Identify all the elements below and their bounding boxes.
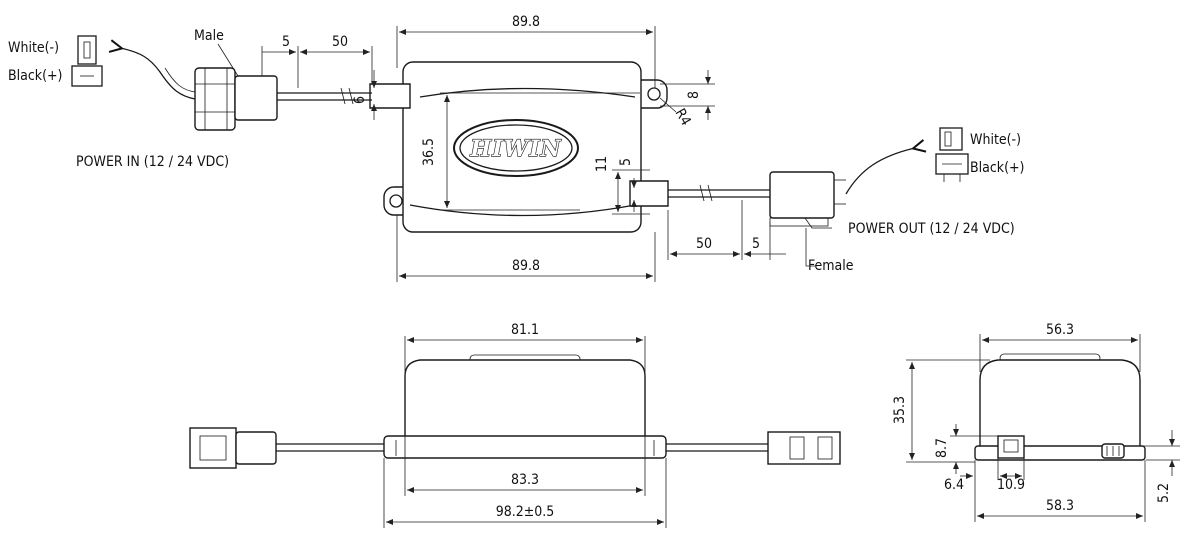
pin-black-out xyxy=(935,153,969,175)
in-white-label: White(-) xyxy=(8,40,59,56)
front-base-flange xyxy=(383,435,667,459)
housing-outline xyxy=(402,61,642,233)
out-white-label: White(-) xyxy=(970,132,1021,148)
dim-out-length-2: 5 xyxy=(752,236,760,252)
front-male-connector xyxy=(189,427,237,469)
dim-cable-out: 5 xyxy=(618,158,634,166)
pin-black-in xyxy=(71,65,103,87)
dim-out-length-1: 50 xyxy=(696,236,712,252)
dim-port-width: 10.9 xyxy=(997,477,1025,493)
mounting-hole-right xyxy=(647,87,661,101)
female-connector xyxy=(769,171,835,219)
front-view: 81.1 83.3 98.2±0.5 xyxy=(189,322,841,528)
logo-outer-ellipse xyxy=(453,119,579,177)
pin-white-out xyxy=(939,127,963,151)
dim-port-height: 8.7 xyxy=(934,438,950,458)
dim-height: 36.5 xyxy=(421,138,437,166)
dim-ear-radius: R4 xyxy=(672,106,694,129)
dim-front-base: 83.3 xyxy=(511,472,539,488)
dim-front-top: 81.1 xyxy=(511,322,539,338)
brand-logo: HIWIN xyxy=(469,136,561,162)
out-black-label: Black(+) xyxy=(970,160,1024,176)
dim-width-bottom: 89.8 xyxy=(512,258,540,274)
dim-side-base: 58.3 xyxy=(1046,498,1074,514)
male-label: Male xyxy=(194,28,224,44)
dim-side-ear: 5.2 xyxy=(1156,483,1172,503)
dim-port-offset: 6.4 xyxy=(944,477,964,493)
dim-side-top: 56.3 xyxy=(1046,322,1074,338)
pin-white-in xyxy=(77,35,97,65)
male-connector xyxy=(194,67,236,131)
top-view: HIWIN xyxy=(8,14,1024,282)
dim-side-height: 35.3 xyxy=(892,396,908,424)
dim-width-top: 89.8 xyxy=(512,14,540,30)
dim-out-offset: 11 xyxy=(594,156,610,172)
cable-gland-in xyxy=(369,83,411,109)
dim-cable-in: 6 xyxy=(352,96,368,104)
power-in-label: POWER IN (12 / 24 VDC) xyxy=(76,154,229,170)
in-black-label: Black(+) xyxy=(8,68,62,84)
dim-in-length-2: 50 xyxy=(332,34,348,50)
dim-front-total: 98.2±0.5 xyxy=(496,504,555,520)
front-housing xyxy=(404,359,646,451)
cable-gland-out xyxy=(629,180,669,207)
side-port xyxy=(997,435,1025,459)
dim-in-length-1: 5 xyxy=(282,34,290,50)
power-out-label: POWER OUT (12 / 24 VDC) xyxy=(848,221,1015,237)
side-view: 56.3 35.3 8.7 6.4 10.9 58.3 5.2 xyxy=(892,322,1180,522)
dim-ear-height: 8 xyxy=(686,91,702,99)
mounting-hole-left xyxy=(389,194,403,208)
side-housing xyxy=(979,359,1141,451)
female-label: Female xyxy=(808,258,854,274)
